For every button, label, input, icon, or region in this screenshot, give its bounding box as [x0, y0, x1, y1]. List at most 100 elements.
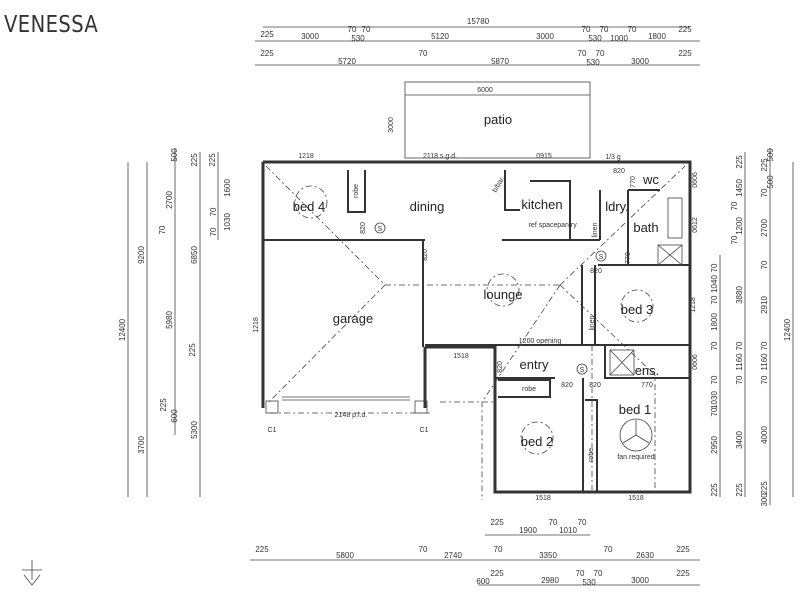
door-label: 820: [360, 222, 367, 234]
dim: 70: [348, 25, 357, 34]
dim: 70: [582, 25, 591, 34]
window-label: 0606: [692, 172, 699, 188]
dim: 2910: [760, 296, 769, 314]
dim: 225: [208, 153, 217, 167]
room-label-bed4: bed 4: [293, 199, 326, 214]
roof-lines: [265, 165, 686, 500]
dim: 70: [594, 569, 603, 578]
dims-right: 70 1040 70 1800 70 70 1030 70 2950 225 2…: [710, 148, 792, 507]
dim: 3000: [301, 32, 319, 41]
room-label-ensuite: ens.: [635, 363, 660, 378]
door-label: 820: [422, 249, 429, 261]
smoke-detector-label: S: [580, 367, 585, 374]
dim: 70: [600, 25, 609, 34]
window-label: 1218: [690, 297, 697, 313]
room-label-lounge: lounge: [483, 287, 522, 302]
fan-icon: [520, 421, 554, 455]
dim: 70: [419, 545, 428, 554]
dim: 2700: [165, 191, 174, 209]
dim: 225: [260, 30, 274, 39]
dim: 225: [490, 518, 504, 527]
room-label-laundry: ldry.: [605, 199, 629, 214]
fan-icon: [620, 289, 654, 323]
ref-space-label: ref space: [529, 222, 558, 229]
fan-icon: [294, 185, 328, 219]
dim: 70: [730, 201, 739, 210]
robe-label: robe: [588, 448, 595, 462]
robe-label: robe: [522, 386, 536, 393]
dim: 70: [710, 375, 719, 384]
room-label-bed2: bed 2: [521, 434, 554, 449]
smoke-detector-icon: [374, 222, 386, 234]
linen-label: linen: [592, 223, 599, 238]
dim: 225: [678, 25, 692, 34]
dim: 1160: [735, 353, 744, 371]
ceiling-fan-icons: [294, 185, 654, 455]
breakfast-bar-label: b/bar: [492, 176, 506, 194]
dim: 225: [678, 49, 692, 58]
dim: 70: [760, 260, 769, 269]
dim: 70: [604, 545, 613, 554]
dim: 3000: [631, 57, 649, 66]
dims-bottom-row3: 600 225 2980 70 530 70 3000 225: [476, 569, 690, 587]
dim: 5800: [336, 551, 354, 560]
dim: 530: [586, 58, 600, 67]
dimension-lines: [127, 26, 794, 586]
window-label: 1218: [253, 317, 260, 333]
dim: 3880: [735, 286, 744, 304]
door-label: 820: [589, 382, 601, 389]
dim: 2980: [541, 576, 559, 585]
window-label: 0606: [692, 354, 699, 370]
room-label-bath: bath: [633, 220, 658, 235]
dim: 225: [490, 569, 504, 578]
dim: 70: [419, 49, 428, 58]
dim: 225: [676, 569, 690, 578]
dim: 12400: [783, 318, 792, 341]
dim: 1450: [735, 179, 744, 197]
dims-top-row2: 225 3000 70 530 70 5120 3000 70 530 70 1…: [260, 25, 692, 43]
dim: 2950: [710, 436, 719, 454]
dim: 5980: [165, 311, 174, 329]
dim: 4000: [760, 426, 769, 444]
dim: 70: [578, 518, 587, 527]
door-label: 770: [641, 382, 653, 389]
dim: 225: [159, 398, 168, 412]
room-label-entry: entry: [520, 357, 549, 372]
dim: 225: [255, 545, 269, 554]
dim: 3000: [536, 32, 554, 41]
room-label-patio: patio: [484, 112, 512, 127]
dim: 2630: [636, 551, 654, 560]
fan-required-note: fan required: [617, 454, 654, 461]
panel-lift-door-label: 2148 p.l.d.: [335, 412, 368, 419]
dim: 5720: [338, 57, 356, 66]
room-label-dining: dining: [410, 199, 445, 214]
dim: 530: [351, 34, 365, 43]
dim: 1800: [648, 32, 666, 41]
dim: 70: [578, 49, 587, 58]
door-label: 820: [590, 268, 602, 275]
plan-title: VENESSA: [4, 12, 99, 38]
dim: 70: [576, 569, 585, 578]
door-label: 820: [613, 168, 625, 175]
room-label-kitchen: kitchen: [521, 197, 562, 212]
dim: 1030: [710, 391, 719, 409]
dims-bottom-row2: 225 5800 70 2740 70 3350 70 2630 225: [255, 545, 690, 560]
dim: 5120: [431, 32, 449, 41]
dim: 70: [596, 49, 605, 58]
smoke-detector-label: S: [378, 226, 383, 233]
dim: 12400: [118, 318, 127, 341]
pantry-label: pantry: [557, 222, 577, 229]
dim: 1200: [735, 217, 744, 235]
dim: 9200: [137, 246, 146, 264]
patio: 6000 3000 patio: [388, 81, 591, 159]
opening-label: 1200 opening: [519, 338, 562, 345]
patio-depth: 3000: [388, 117, 395, 133]
room-label-garage: garage: [333, 311, 373, 326]
dims-left: 12400 9200 3700 500 2700 70 5980 225 600…: [118, 148, 232, 454]
dim: 70: [760, 188, 769, 197]
dim: 530: [582, 578, 596, 587]
dim: 70: [209, 227, 218, 236]
dim: 1040: [710, 275, 719, 293]
glass-note: 1/3 g: [605, 154, 621, 161]
dim: 70: [760, 375, 769, 384]
